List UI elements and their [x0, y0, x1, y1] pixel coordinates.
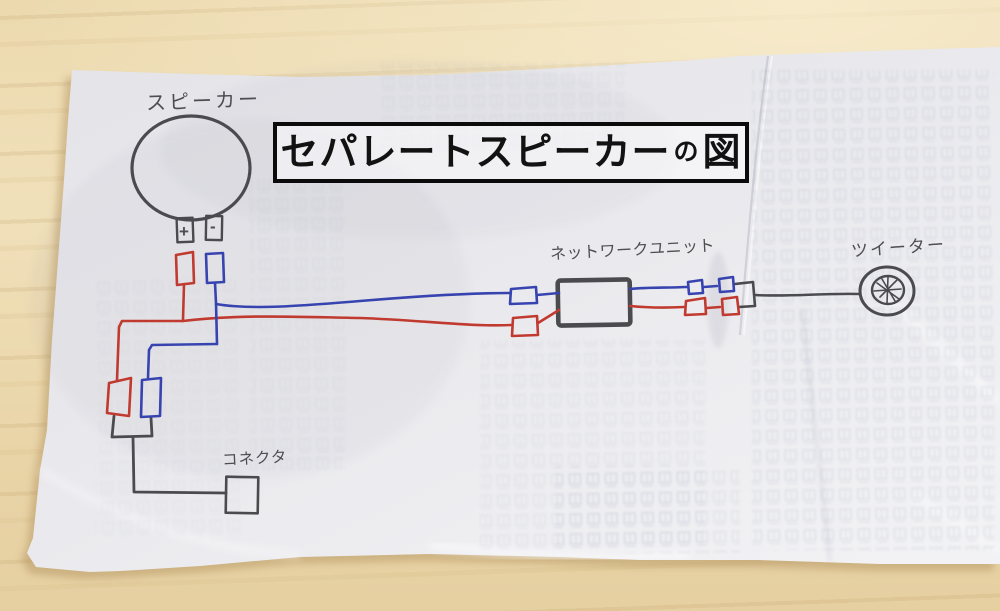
blue-pair-gap-dash: [702, 284, 719, 289]
red-wiring: [105, 250, 741, 418]
title-text: セパレートスピーカー: [280, 131, 671, 174]
red-plug-bottom: [105, 376, 133, 418]
lead-to-connector: [131, 435, 228, 495]
blue-plug-network-left: [508, 285, 539, 306]
red-lead-out-network: [628, 304, 686, 309]
blue-wire-to-network: [214, 291, 511, 309]
speaker-label: スピーカー: [146, 89, 262, 115]
red-plug-pair-left: [683, 296, 708, 317]
speaker-terminal-minus-tab: [204, 214, 224, 242]
blue-lead-into-network: [535, 291, 561, 297]
red-plug-network-left: [510, 314, 540, 338]
blue-plug-pair-left: [686, 278, 705, 296]
speaker-circle: [130, 114, 252, 222]
blue-plug-at-speaker: [204, 251, 226, 285]
connector-label: コネクタ: [222, 448, 288, 469]
terminal-plus-sign: +: [179, 222, 189, 241]
tweeter-lead: [753, 292, 862, 297]
title-particle: の: [673, 138, 700, 166]
tweeter-grille-hatch: [873, 276, 902, 304]
tweeter-circle: [858, 265, 916, 317]
tweeter-bracket: [733, 280, 757, 309]
red-wire-to-network: [181, 315, 513, 327]
red-plug-pair-right: [720, 295, 741, 317]
speaker-terminal-plus-tab: [175, 216, 195, 244]
red-pair-gap-dash: [705, 305, 722, 310]
terminal-minus-sign: -: [210, 217, 216, 236]
title-overlay-box: セパレートスピーカーの図: [273, 122, 749, 183]
blue-plug-bottom: [139, 376, 163, 419]
blue-wire-left-branch: [146, 342, 219, 380]
tweeter-dome: [870, 274, 906, 306]
blue-lead-out-network: [628, 285, 689, 291]
blue-wiring: [139, 251, 736, 419]
red-wire-left-branch: [115, 319, 185, 382]
title-suffix: 図: [702, 131, 742, 174]
red-wire-drop: [181, 282, 186, 322]
network-unit-box: [555, 277, 633, 328]
ghost-print: [95, 62, 994, 553]
red-plug-at-speaker: [174, 250, 196, 287]
blue-plug-pair-right: [717, 275, 736, 294]
connector-box: [224, 475, 260, 515]
red-lead-into-network: [536, 308, 561, 325]
ink-drawing: [110, 114, 916, 515]
